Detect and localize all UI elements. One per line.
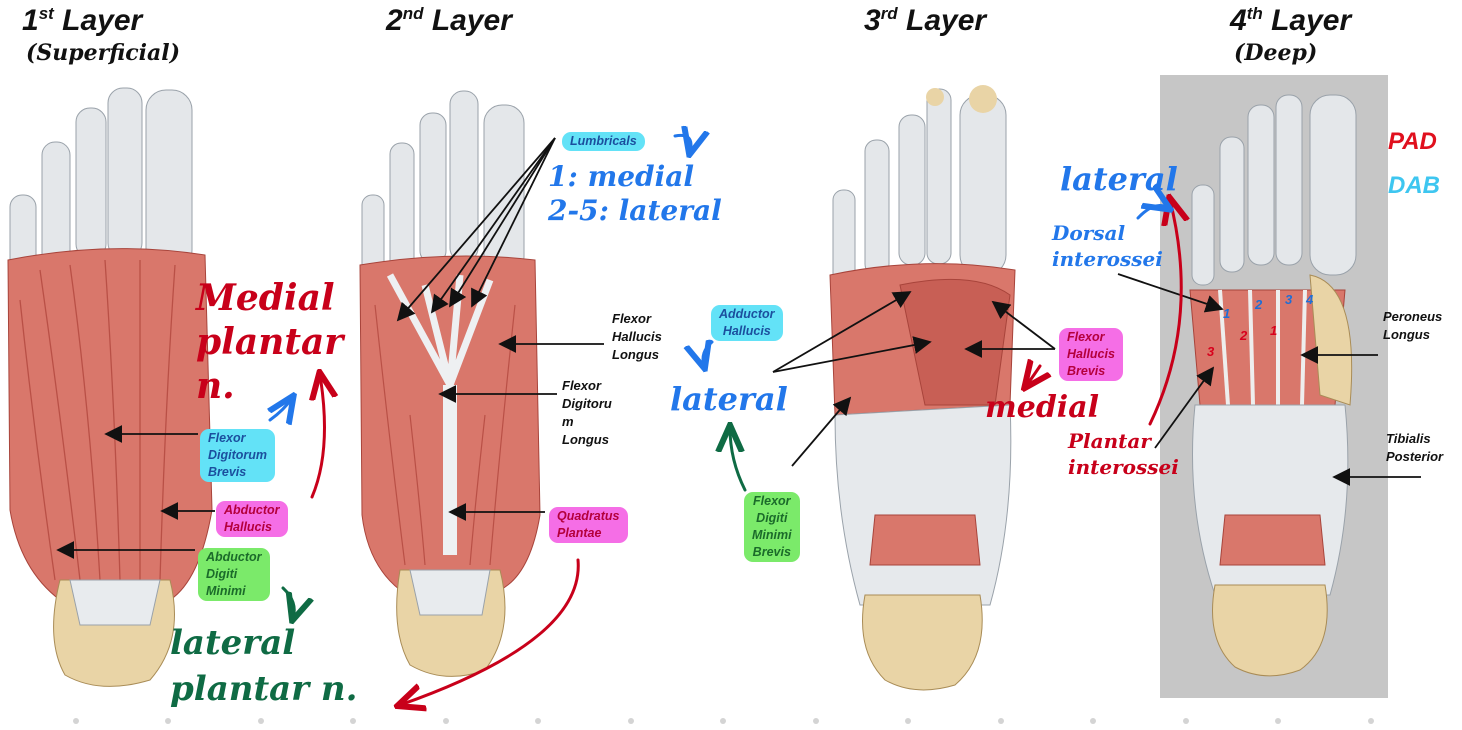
label-abductor-hallucis: Abductor Hallucis: [216, 501, 288, 537]
arrow-lumbrical-2: [430, 137, 556, 314]
label-tibialis-posterior: Tibialis Posterior: [1386, 431, 1444, 464]
note-dorsal-lateral: lateral: [1060, 160, 1178, 198]
arrow-fhb-2: [991, 300, 1056, 350]
page-dot: [720, 718, 726, 724]
arrow-fdb-to-medial: [270, 398, 292, 420]
arrow-fdmb: [791, 396, 852, 467]
dorsal-interosseus-1: 1: [1223, 306, 1231, 321]
toes-layer-4: [1191, 94, 1357, 286]
layer-1-title: 1st Layer: [22, 4, 143, 37]
page-dot: [258, 718, 264, 724]
arrow-plantar-interossei: [1154, 366, 1215, 449]
note-lateral-plantar-nerve: lateral plantar n.: [170, 623, 358, 709]
layer-4-title: 4th Layer: [1230, 4, 1352, 37]
page-dot: [998, 718, 1004, 724]
label-flexor-digitorum-brevis: Flexor Digitorum Brevis: [200, 429, 276, 482]
note-medial-plantar-nerve: Medial plantar n.: [196, 277, 344, 407]
toes-layer-2: [361, 90, 525, 296]
layer-3-title: 3rd Layer: [864, 4, 987, 37]
dorsal-interosseus-2: 2: [1255, 297, 1263, 312]
foot-illustration-layer-4: [1189, 94, 1357, 677]
dorsal-interosseus-3: 3: [1285, 292, 1293, 307]
page-dot: [1183, 718, 1189, 724]
legend-pad: PAD: [1388, 128, 1437, 155]
note-adductor-lateral: lateral: [670, 380, 788, 418]
page-dot: [905, 718, 911, 724]
label-abductor-digiti-minimi: Abductor Digiti Minimi: [198, 548, 270, 601]
arrow-adductor-oblique: [772, 291, 912, 373]
page-dot: [1090, 718, 1096, 724]
page-dot: [535, 718, 541, 724]
label-peroneus-longus: Peroneus Longus: [1383, 309, 1443, 342]
label-lumbricals: Lumbricals: [562, 132, 645, 151]
plantar-interosseus-1: 1: [1270, 323, 1278, 338]
arrow-dorsal-interossei: [1117, 273, 1224, 313]
arrow-to-lateral-plantar: [281, 586, 294, 618]
foot-illustration-layer-2: [359, 90, 541, 677]
label-flexor-digitorum-longus: Flexor Digitoru m Longus: [562, 378, 612, 447]
note-lumbricals-innervation: 1: medial 2-5: lateral: [548, 160, 722, 227]
arrow-dorsal-to-lateral: [1136, 206, 1168, 220]
arrow-fhb-to-medial: [1026, 366, 1040, 386]
page-dot: [628, 718, 634, 724]
layer-1-subtitle: (Superficial): [26, 40, 181, 66]
page-dot: [73, 718, 79, 724]
arrow-lumbricals-note: [673, 135, 691, 152]
page-dot: [1275, 718, 1281, 724]
arrow-to-medial-plantar: [312, 375, 325, 499]
arrow-lumbrical-3: [449, 137, 556, 308]
note-plantar-interossei: Plantar interossei: [1068, 429, 1179, 479]
arrow-lumbrical-4: [471, 137, 556, 308]
arrow-adductor-to-lateral: [703, 342, 714, 366]
label-flexor-digiti-minimi-brevis: Flexor Digiti Minimi Brevis: [744, 492, 800, 562]
arrow-qp-to-lateral-plantar: [400, 558, 580, 705]
arrow-interossei-to-lateral: [1148, 200, 1181, 426]
page-dot: [443, 718, 449, 724]
legend-dab: DAB: [1388, 172, 1440, 199]
label-quadratus-plantae: Quadratus Plantae: [549, 507, 628, 543]
layer-4-subtitle: (Deep): [1234, 40, 1318, 66]
plantar-interosseus-2: 2: [1240, 328, 1248, 343]
page-dot: [813, 718, 819, 724]
plantar-interosseus-3: 3: [1207, 344, 1215, 359]
dorsal-interosseus-4: 4: [1306, 292, 1314, 307]
label-adductor-hallucis: Adductor Hallucis: [711, 305, 783, 341]
note-dorsal-interossei: Dorsal interossei: [1052, 221, 1163, 271]
page-dot: [1368, 718, 1374, 724]
arrow-fdmb-to-lateral: [730, 428, 747, 492]
note-fhb-medial: medial: [985, 390, 1100, 425]
page-dot: [165, 718, 171, 724]
layer-2-title: 2nd Layer: [386, 4, 512, 37]
page-dot: [350, 718, 356, 724]
label-flexor-hallucis-brevis: Flexor Hallucis Brevis: [1059, 328, 1123, 381]
label-flexor-hallucis-longus: Flexor Hallucis Longus: [612, 311, 662, 362]
foot-illustration-layer-3: [829, 85, 1016, 691]
arrow-adductor-transverse: [772, 336, 932, 373]
arrow-lumbrical-1: [396, 137, 556, 322]
